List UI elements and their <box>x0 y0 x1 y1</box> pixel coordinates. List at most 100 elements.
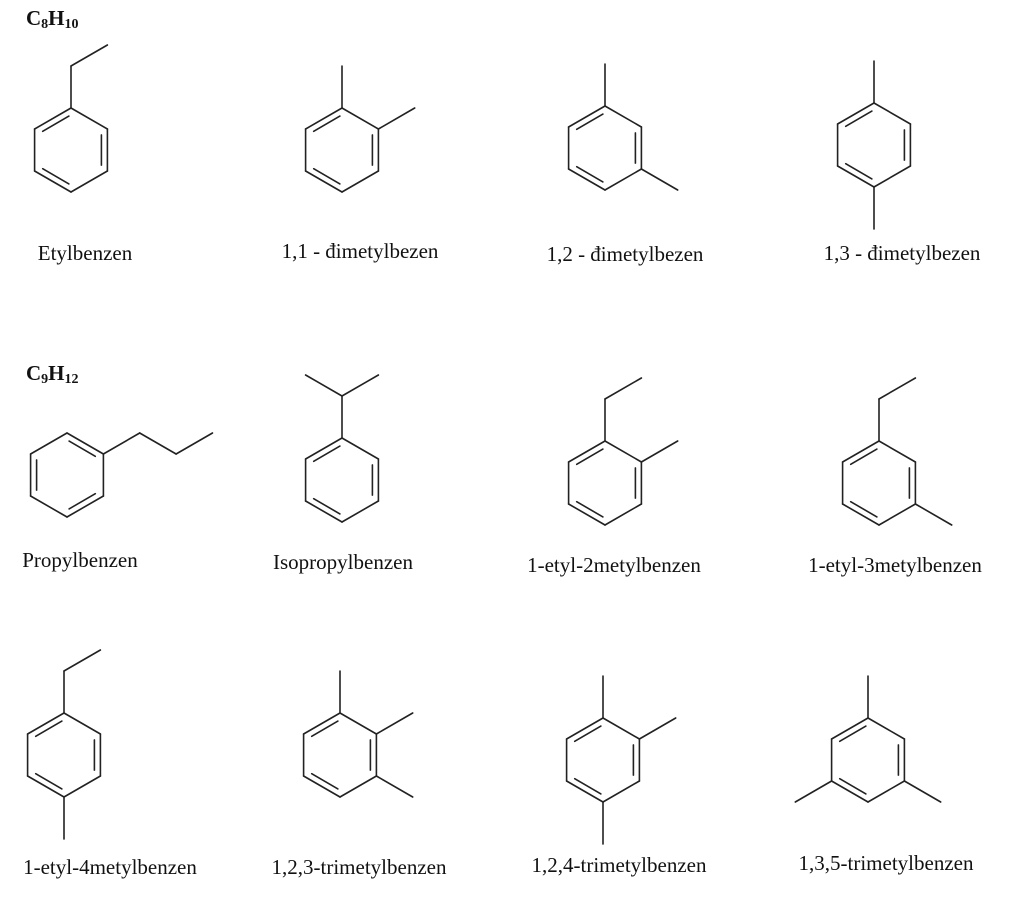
structure-g1-c2-ring-bond <box>604 503 643 526</box>
structure-g0-c0-ring-bond <box>70 107 109 130</box>
structure-g0-c0-ring-bond <box>70 170 109 193</box>
structure-g1-c4-ethyl-chain-bond <box>63 649 102 672</box>
structure-g0-c3-ring-bond <box>836 165 875 188</box>
structure-g0-c1-ring-bond <box>341 170 380 193</box>
structure-g1-c2-ethyl-chain-bond <box>604 377 643 400</box>
structure-g1-c2-ring-bond <box>567 440 606 463</box>
compound-name-1-etyl-2metylbenzen: 1-etyl-2metylbenzen <box>527 553 701 577</box>
structure-g1-c4-ring-double-bond <box>34 772 63 790</box>
structure-g1-c3-ring-double-bond <box>849 500 878 518</box>
structure-g0-c2-ring-bond <box>567 168 606 191</box>
compound-name-1-2-4-trimetylbenzen: 1,2,4-trimetylbenzen <box>531 853 707 877</box>
structure-g0-c2-ring-bond <box>604 168 643 191</box>
compound-name-etylbenzen: Etylbenzen <box>37 241 133 265</box>
structure-g1-c6-ring-double-bond <box>573 725 602 743</box>
structure-g1-c4-ring-double-bond <box>34 720 63 738</box>
structure-g1-c4-ring-bond <box>26 775 65 798</box>
structure-g0-c1-ring-double-bond <box>312 115 341 133</box>
structure-g1-c1-ring-bond <box>304 437 343 460</box>
structure-g1-c6-methyl-bond <box>638 717 677 740</box>
formula-c9h12: C9H12 <box>26 361 79 387</box>
structure-g1-c5-ring-bond <box>339 775 378 798</box>
structure-g1-c5-methyl-bond <box>375 712 414 735</box>
structure-g1-c7-ring-bond <box>830 717 869 740</box>
structure-g1-c5-ring-bond <box>339 712 378 735</box>
compound-name-isopropylbenzen: Isopropylbenzen <box>273 550 413 574</box>
structure-g1-c2-ring-double-bond <box>575 500 604 518</box>
compound-name-1-etyl-3metylbenzen: 1-etyl-3metylbenzen <box>808 553 982 577</box>
structure-g1-c7-ring-double-bond <box>838 777 867 795</box>
structure-g1-c7-ring-bond <box>830 780 869 803</box>
structure-g1-c6-ring-double-bond <box>573 777 602 795</box>
compound-name-1-2-dimetylbezen: 1,2 - đimetylbezen <box>546 242 704 266</box>
structure-g1-c5-ring-bond <box>302 712 341 735</box>
structure-g1-c1-ring-bond <box>304 500 343 523</box>
structure-g1-c0-propyl-chain-bond <box>138 432 177 455</box>
structure-g1-c0-ring-bond <box>29 495 68 518</box>
structure-g1-c1-ring-double-bond <box>312 497 341 515</box>
structure-g0-c2-ring-double-bond <box>575 165 604 183</box>
structure-g0-c1-ring-bond <box>304 107 343 130</box>
structure-g1-c3-ring-bond <box>841 440 880 463</box>
structure-g1-c2-methyl-bond <box>640 440 679 463</box>
structure-g1-c3-ring-double-bond <box>849 448 878 466</box>
compound-name-1-3-dimetylbezen: 1,3 - đimetylbezen <box>823 241 981 265</box>
structure-g1-c7-methyl-bond <box>903 780 942 803</box>
structure-g1-c7-methyl-bond <box>794 780 833 803</box>
compound-name-propylbenzen: Propylbenzen <box>22 548 138 572</box>
structure-g1-c6-ring-bond <box>565 780 604 803</box>
structure-g0-c0-ring-double-bond <box>41 115 70 133</box>
structure-g1-c0-propyl-chain-bond <box>175 432 214 455</box>
structure-g0-c2-ring-double-bond <box>575 113 604 131</box>
structure-g1-c6-ring-bond <box>602 717 641 740</box>
structure-g0-c1-ring-bond <box>341 107 380 130</box>
compound-name-1-etyl-4metylbenzen: 1-etyl-4metylbenzen <box>23 855 197 879</box>
structure-g0-c3-ring-double-bond <box>844 110 873 128</box>
structure-g1-c4-ring-bond <box>63 775 102 798</box>
structure-g1-c0-ring-double-bond <box>68 440 97 458</box>
compound-name-1-1-dimetylbezen: 1,1 - đimetylbezen <box>281 239 439 263</box>
structure-g1-c3-ring-bond <box>878 503 917 526</box>
structure-g0-c3-ring-bond <box>873 165 912 188</box>
structure-g1-c0-ring-double-bond <box>68 492 97 510</box>
structure-g1-c3-ring-bond <box>878 440 917 463</box>
structure-g1-c3-ethyl-chain-bond <box>878 377 917 400</box>
structure-g1-c1-isopropyl-branch-bond <box>341 374 380 397</box>
structure-g1-c7-ring-bond <box>867 717 906 740</box>
structure-g0-c1-ring-bond <box>304 170 343 193</box>
structure-g0-c3-ring-bond <box>836 102 875 125</box>
structure-g0-c1-ring-double-bond <box>312 167 341 185</box>
structure-g1-c1-ring-bond <box>341 500 380 523</box>
structure-g1-c4-ring-bond <box>63 712 102 735</box>
structure-g1-c2-ring-double-bond <box>575 448 604 466</box>
structure-g0-c3-ring-bond <box>873 102 912 125</box>
structure-g0-c1-methyl-bond <box>377 107 416 130</box>
structure-g0-c0-ring-double-bond <box>41 167 70 185</box>
structure-g1-c3-ring-bond <box>841 503 880 526</box>
structure-g1-c2-ring-bond <box>567 503 606 526</box>
structure-g1-c6-ring-bond <box>565 717 604 740</box>
structure-g1-c5-ring-bond <box>302 775 341 798</box>
structure-g0-c0-ring-bond <box>33 107 72 130</box>
structure-g1-c7-ring-double-bond <box>838 725 867 743</box>
structure-g1-c4-ring-bond <box>26 712 65 735</box>
structure-g0-c0-ethyl-chain-bond <box>70 44 109 67</box>
structure-g1-c0-propyl-bond <box>102 432 141 455</box>
structure-g0-c2-ring-bond <box>604 105 643 128</box>
structure-g1-c1-ring-double-bond <box>312 445 341 463</box>
structure-g0-c2-ring-bond <box>567 105 606 128</box>
formula-c8h10: C8H10 <box>26 6 79 32</box>
structure-g0-c3-ring-double-bond <box>844 162 873 180</box>
compound-name-1-2-3-trimetylbenzen: 1,2,3-trimetylbenzen <box>271 855 447 879</box>
structure-g1-c3-methyl-bond <box>914 503 953 526</box>
compound-name-1-3-5-trimetylbenzen: 1,3,5-trimetylbenzen <box>798 851 974 875</box>
structure-g1-c0-ring-bond <box>66 495 105 518</box>
structure-g1-c1-isopropyl-branch-bond <box>304 374 343 397</box>
structure-g1-c7-ring-bond <box>867 780 906 803</box>
structure-g1-c0-ring-bond <box>66 432 105 455</box>
structure-g1-c1-ring-bond <box>341 437 380 460</box>
structure-g1-c6-ring-bond <box>602 780 641 803</box>
structure-g0-c2-methyl-bond <box>640 168 679 191</box>
structure-g1-c0-ring-bond <box>29 432 68 455</box>
